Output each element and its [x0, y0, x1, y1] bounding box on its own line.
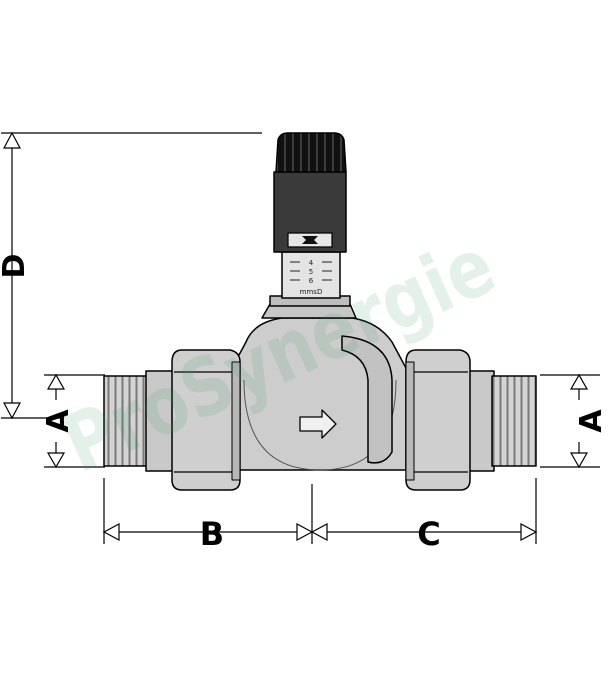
scale-mark-3: 6: [309, 277, 314, 285]
scale-ticks: [290, 261, 332, 281]
valve: [103, 132, 537, 491]
setting-scale-window: [281, 251, 341, 299]
left-union-nut: [171, 349, 241, 491]
flow-arrow-icon: [299, 409, 337, 439]
adjustment-knob: [275, 132, 347, 173]
label-a-left: A: [41, 409, 76, 433]
dimension-a-left: [44, 373, 105, 469]
scale-unit: mmsD: [300, 288, 323, 296]
label-a-right: A: [574, 409, 609, 433]
head-indicator-marker: [302, 236, 318, 244]
scale-mark-2: 5: [309, 268, 313, 276]
dimension-a-right: [540, 373, 600, 469]
dimension-d: [1, 131, 262, 420]
valve-body-lobe: [341, 335, 393, 464]
right-threaded-end: [491, 375, 537, 467]
scale-mark-1: 4: [309, 259, 314, 267]
dimension-b-c: [102, 478, 538, 544]
right-union-nut: [405, 349, 471, 491]
label-d: D: [0, 254, 32, 279]
label-b: B: [200, 515, 224, 553]
label-c: C: [417, 515, 440, 553]
